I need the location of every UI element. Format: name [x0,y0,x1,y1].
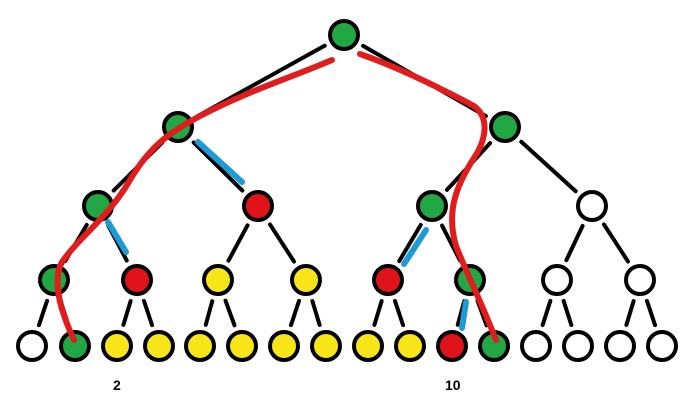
blue-highlight-marks [105,139,469,331]
tree-edges [36,43,658,328]
blue-highlight-mark [401,227,429,267]
tree-node-red [372,264,404,296]
tree-node-white [16,330,48,362]
tree-node-white [624,264,656,296]
tree-edge [223,298,237,328]
tree-node-yellow [143,330,175,362]
tree-node-yellow [101,330,133,362]
tree-edge [624,299,636,327]
tree-node-white [646,330,678,362]
tree-node-yellow [268,330,300,362]
tree-edge [372,299,384,327]
tree-node-green [328,19,360,51]
tree-edge [644,298,658,328]
tree-node-yellow [352,330,384,362]
blue-highlight-mark [195,139,245,185]
tree-node-white [520,330,552,362]
tree-edge [561,298,574,328]
tree-node-yellow [394,330,426,362]
tree-nodes [16,19,678,362]
tree-edge [519,139,578,194]
tree-node-green [38,264,70,296]
tree-node-white [604,330,636,362]
tree-node-yellow [202,264,234,296]
leaf-label-left: 2 [113,377,121,393]
tree-edge [392,298,406,328]
tree-node-green [82,190,114,222]
tree-node-yellow [310,330,342,362]
tree-edge [601,222,631,264]
tree-node-yellow [184,330,216,362]
tree-node-red [121,264,153,296]
tree-node-white [562,330,594,362]
tree-node-red [436,330,468,362]
tree-edge [267,222,297,264]
tree-node-white [541,264,573,296]
tree-node-green [489,111,521,143]
tree-edge [141,298,155,328]
red-path-left [54,57,335,343]
tree-node-yellow [290,264,322,296]
tree-edge [121,299,133,327]
tree-node-green [59,330,91,362]
tree-node-red [242,190,274,222]
tree-edge [36,298,50,328]
tree-edge [226,223,250,263]
blue-highlight-mark [105,219,129,255]
tree-node-green [416,190,448,222]
tree-node-white [576,190,608,222]
tree-edge [564,223,585,263]
tree-edge [540,298,553,328]
blue-highlight-mark [459,299,469,331]
leaf-label-right: 10 [445,377,461,393]
tree-node-yellow [226,330,258,362]
tree-edge [191,140,245,193]
tree-edge [288,298,302,328]
tree-edge [203,299,215,327]
tree-edge [397,222,423,264]
red-path-right [357,51,499,343]
red-paths [54,51,499,343]
tree-edge [310,299,322,327]
